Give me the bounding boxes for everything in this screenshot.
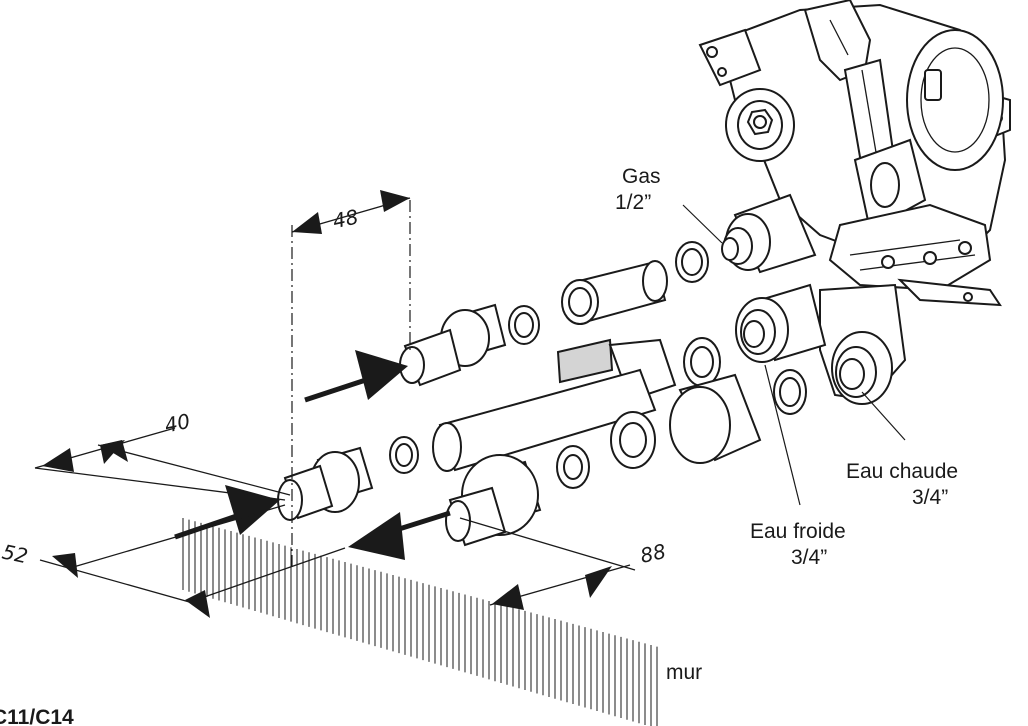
hot-water-label: Eau chaude: [846, 460, 958, 483]
dimension-48: 48: [291, 190, 411, 234]
dimension-40: 40: [34, 409, 291, 501]
dimension-40-label: 40: [162, 409, 192, 438]
boiler-valve-assembly: [698, 0, 1011, 405]
dimension-48-label: 48: [331, 204, 361, 233]
gas-line-parts: [399, 241, 709, 387]
dimension-52: 52: [0, 504, 346, 618]
wall-label: mur: [666, 661, 702, 684]
gas-tap-and-cold-pipe: [277, 338, 677, 521]
dimension-52-label: 52: [0, 540, 30, 569]
cold-water-size-label: 3/4”: [791, 546, 827, 569]
dimension-88: 88: [459, 517, 668, 610]
water-seals: [683, 337, 807, 415]
center-lines: [291, 200, 411, 570]
dimension-88-label: 88: [638, 539, 668, 568]
leader-lines: [682, 204, 906, 506]
cold-water-label: Eau froide: [750, 520, 846, 543]
gas-size-label: 1/2”: [615, 191, 651, 214]
model-label: C11/C14: [0, 706, 74, 726]
wall-hatching: [182, 518, 658, 726]
hot-water-size-label: 3/4”: [912, 486, 948, 509]
gas-label: Gas: [622, 165, 661, 188]
